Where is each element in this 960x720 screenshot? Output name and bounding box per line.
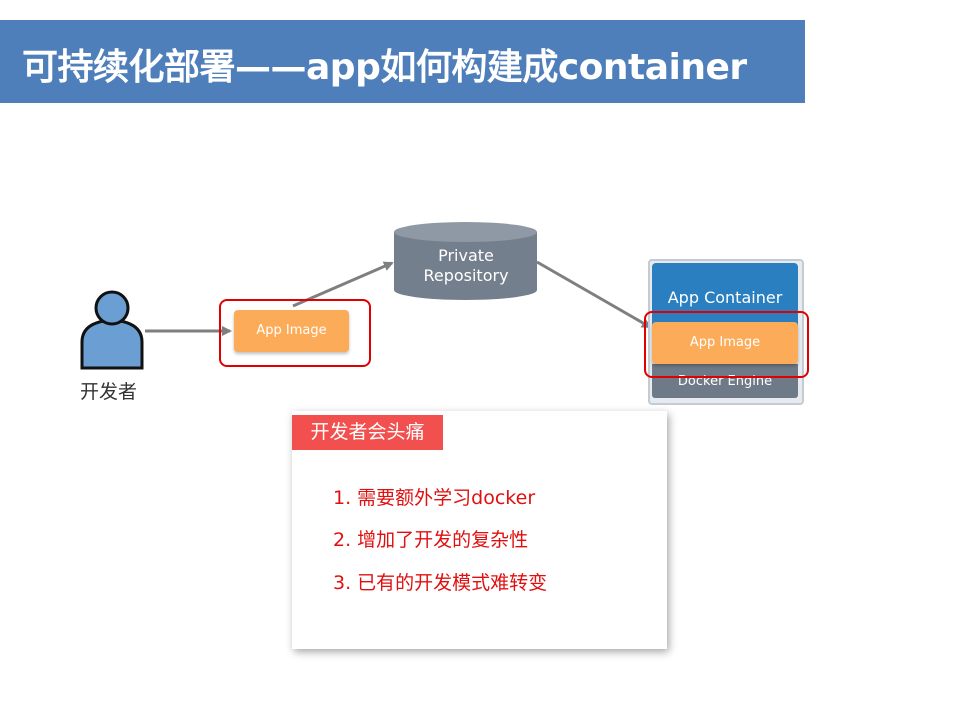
repository-label-line1: Private bbox=[438, 246, 494, 265]
arrow-repository-to-container bbox=[536, 260, 652, 329]
highlight-box-right bbox=[644, 311, 809, 378]
arrow-image-to-repository bbox=[292, 261, 394, 308]
app-image-box-right: App Image bbox=[652, 322, 798, 364]
user-icon bbox=[80, 290, 144, 370]
repository-label-line2: Repository bbox=[423, 266, 509, 285]
pain-point-item: 2. 增加了开发的复杂性 bbox=[333, 529, 529, 551]
developer-label: 开发者 bbox=[80, 381, 138, 403]
highlight-box-left bbox=[219, 299, 371, 367]
repository-label: Private Repository bbox=[396, 246, 536, 286]
pain-points-card bbox=[292, 411, 667, 649]
docker-engine-block bbox=[652, 364, 798, 398]
title-bar bbox=[0, 20, 805, 103]
database-icon bbox=[394, 222, 537, 300]
pain-points-tag: 开发者会头痛 bbox=[292, 415, 443, 450]
app-container-label: App Container bbox=[667, 288, 783, 307]
pain-point-item: 3. 已有的开发模式难转变 bbox=[333, 572, 548, 594]
pain-point-item: 1. 需要额外学习docker bbox=[333, 487, 536, 509]
slide-title: 可持续化部署——app如何构建成container bbox=[22, 47, 747, 88]
app-image-box-left: App Image bbox=[234, 310, 349, 352]
